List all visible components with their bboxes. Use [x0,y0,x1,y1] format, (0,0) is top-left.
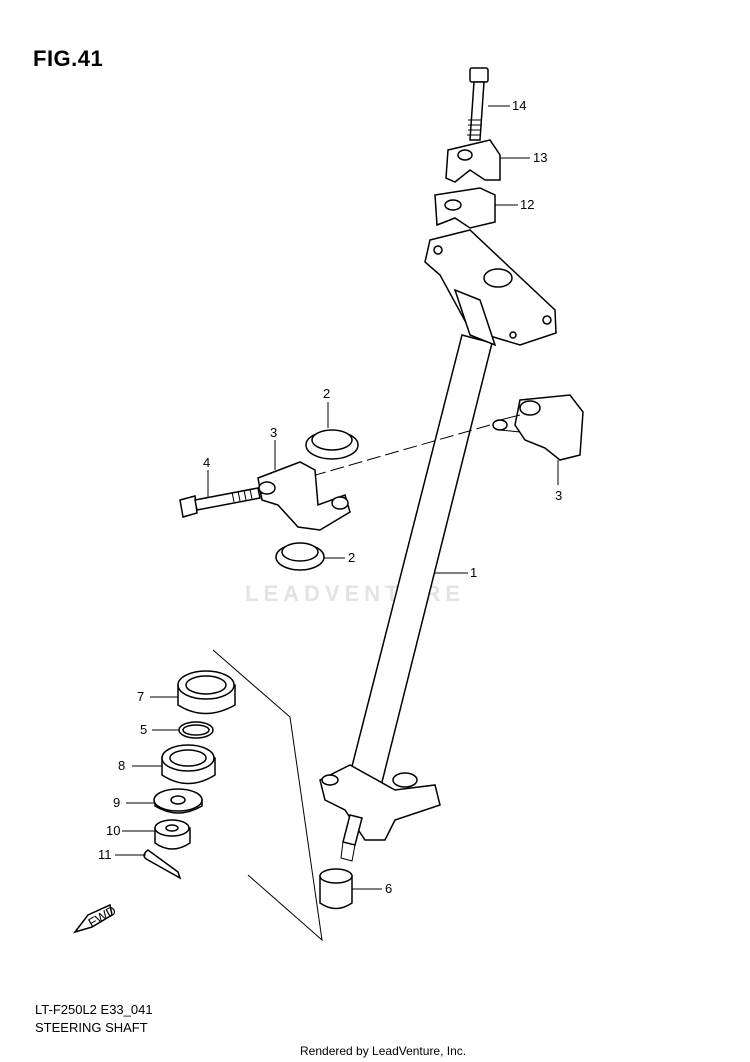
cotter-pin-part-11: 11 [98,847,182,880]
footer-credit: Rendered by LeadVenture, Inc. [300,1044,467,1058]
bushing-holder-part-3-left: 3 [257,425,351,531]
bushing-part-2-lower: 2 [275,542,355,571]
section-title: STEERING SHAFT [35,1020,148,1035]
bushing-holder-part-3-right: 3 [492,394,584,503]
fwd-arrow-icon: FWD [73,903,119,934]
fwd-label: FWD [85,903,118,931]
callout-5: 5 [140,722,147,737]
bushing-part-2-upper: 2 [305,386,359,460]
callout-3-right: 3 [555,488,562,503]
callout-8: 8 [118,758,125,773]
callout-14: 14 [512,98,526,113]
bolt-part-14: 14 [467,67,526,141]
bearing-part-8: 8 [118,744,216,785]
callout-2-upper: 2 [323,386,330,401]
lower-holder-part-12: 12 [434,187,534,229]
callout-7: 7 [137,689,144,704]
callout-2-lower: 2 [348,550,355,565]
bearing-housing-part-7: 7 [137,670,236,715]
callout-1: 1 [470,565,477,580]
washer-part-9: 9 [113,788,203,814]
callout-4: 4 [203,455,210,470]
callout-9: 9 [113,795,120,810]
bushing-part-6: 6 [319,868,392,910]
callout-10: 10 [106,823,120,838]
bolt-part-4: 4 [179,455,261,518]
callout-3-left: 3 [270,425,277,440]
upper-holder-part-13: 13 [445,139,547,183]
nut-part-10: 10 [106,819,191,850]
fig-title: FIG.41 [33,46,104,71]
callout-12: 12 [520,197,534,212]
ring-part-5: 5 [140,721,214,739]
model-code: LT-F250L2 E33_041 [35,1002,153,1017]
callout-6: 6 [385,881,392,896]
callout-11: 11 [98,847,112,862]
steering-shaft-part [319,229,557,862]
callout-13: 13 [533,150,547,165]
